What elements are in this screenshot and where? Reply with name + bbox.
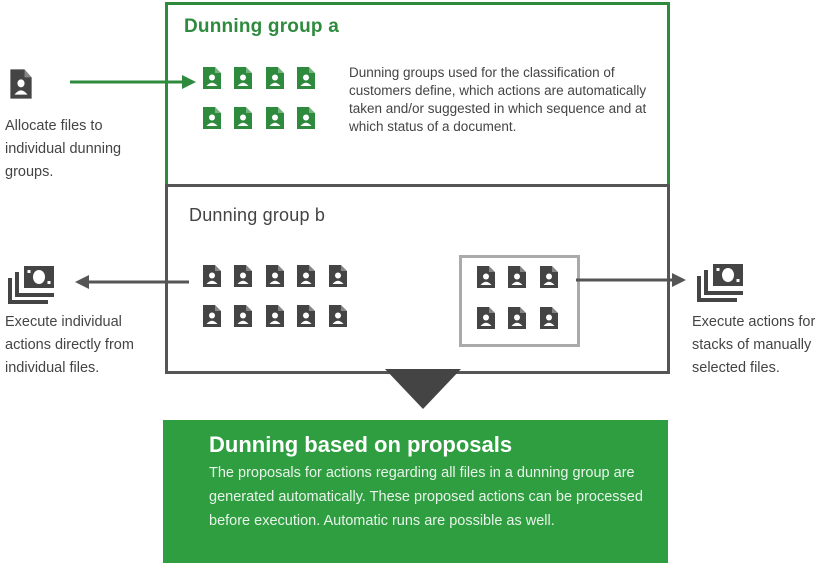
allocate-files-text: Allocate files to individual dunning gro… [5,118,122,180]
proposal-panel [163,420,668,563]
file-person-icon [475,265,497,289]
file-person-icon [201,264,223,288]
execute-stack-actions-text: Execute actions for stacks of manually s… [692,314,816,376]
file-person-icon [295,106,317,130]
dunning-group-a-title: Dunning group a [184,16,339,37]
proposal-title: Dunning based on proposals [209,432,513,457]
file-person-icon [201,304,223,328]
arrow-right-icon [70,75,196,89]
proposal-body: The proposals for actions regarding all … [209,465,643,529]
file-person-icon [295,304,317,328]
file-person-icon [264,264,286,288]
dunning-group-a-box [165,2,670,187]
money-stack-icon [8,264,56,304]
file-person-icon [232,264,254,288]
file-person-icon [264,66,286,90]
file-person-icon [295,66,317,90]
file-person-icon [264,106,286,130]
file-person-icon [232,304,254,328]
file-person-icon [538,265,560,289]
file-person-icon [232,106,254,130]
file-person-icon [8,68,34,100]
file-person-icon [506,265,528,289]
dunning-group-b-title: Dunning group b [189,205,326,225]
dunning-group-a-description: Dunning groups used for the classificati… [349,65,647,134]
money-stack-icon [697,262,745,302]
flow-down-arrow [385,369,461,409]
file-person-icon [506,306,528,330]
file-person-icon [475,306,497,330]
file-person-icon [232,66,254,90]
arrow-right-icon [576,273,686,287]
file-person-icon [295,264,317,288]
arrow-left-icon [75,275,189,289]
file-person-icon [264,304,286,328]
file-person-icon [201,106,223,130]
file-person-icon [327,264,349,288]
selected-files-box [459,255,580,347]
file-person-icon [201,66,223,90]
execute-individual-actions-text: Execute individual actions directly from… [5,314,134,376]
file-person-icon [327,304,349,328]
file-person-icon [538,306,560,330]
